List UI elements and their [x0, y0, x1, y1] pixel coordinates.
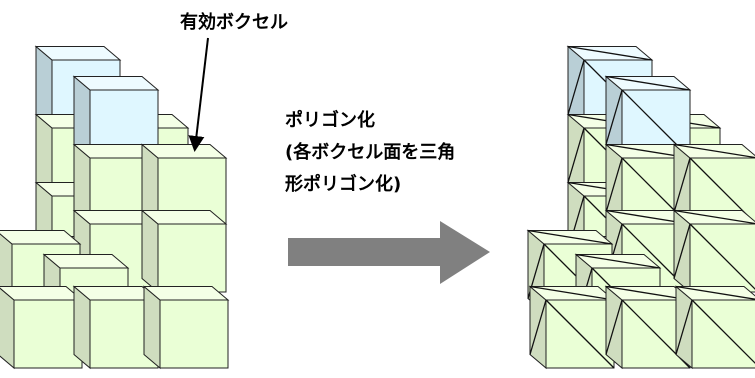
- side-triangle-edge: [673, 157, 691, 213]
- right-arrow-icon: [288, 221, 490, 284]
- voxel-cube: [140, 143, 228, 228]
- front-triangle-edge: [689, 223, 755, 290]
- voxel-cube: [672, 143, 755, 228]
- voxel-cube: [672, 209, 755, 294]
- top-triangle-edge: [575, 253, 661, 269]
- voxel-cube: [604, 285, 692, 370]
- polygonize-detail-1: (各ボクセル面を三角: [285, 141, 455, 163]
- cube-side-face: [73, 285, 91, 370]
- side-triangle-edge: [675, 299, 693, 355]
- side-triangle-edge: [567, 127, 585, 183]
- side-triangle-edge: [605, 299, 623, 355]
- voxel-cube: [0, 286, 84, 370]
- top-triangle-edge: [529, 285, 615, 301]
- valid-voxel-cube: [72, 75, 160, 160]
- top-triangle-edge: [675, 285, 755, 300]
- voxel-cube: [528, 285, 616, 370]
- cube-side-face: [143, 285, 161, 370]
- cube-front-face: [157, 223, 227, 293]
- voxel-cube: [142, 285, 230, 370]
- front-triangle-edge: [545, 299, 615, 369]
- side-triangle-edge: [605, 89, 623, 145]
- left-voxel-stack: [0, 45, 230, 370]
- polygonize-detail-2: 形ポリゴン化): [285, 173, 401, 195]
- side-triangle-edge: [529, 299, 547, 355]
- voxel-cube: [674, 285, 755, 370]
- side-triangle-edge: [673, 223, 691, 279]
- side-triangle-edge: [567, 59, 585, 115]
- voxel-cube: [72, 143, 160, 228]
- cube-front-face: [159, 299, 229, 369]
- top-triangle-edge: [567, 45, 653, 61]
- side-triangle-edge: [605, 157, 623, 213]
- valid-voxel-cube: [604, 75, 692, 160]
- top-triangle-edge: [673, 209, 755, 225]
- top-triangle-edge: [605, 75, 691, 91]
- cube-side-face: [141, 209, 159, 294]
- voxel-label: 有効ボクセル: [180, 11, 288, 33]
- front-triangle-edge: [691, 299, 755, 364]
- cube-front-face: [13, 299, 83, 369]
- cube-front-face: [691, 299, 755, 369]
- top-triangle-edge: [673, 143, 755, 159]
- voxel-cube: [72, 285, 160, 370]
- pointer-line: [188, 37, 209, 152]
- polygonize-title: ポリゴン化: [285, 109, 375, 131]
- right-triangulated-stack: [526, 45, 755, 370]
- voxel-cube: [140, 209, 228, 294]
- top-triangle-edge: [527, 229, 613, 245]
- cube-front-face: [89, 299, 159, 369]
